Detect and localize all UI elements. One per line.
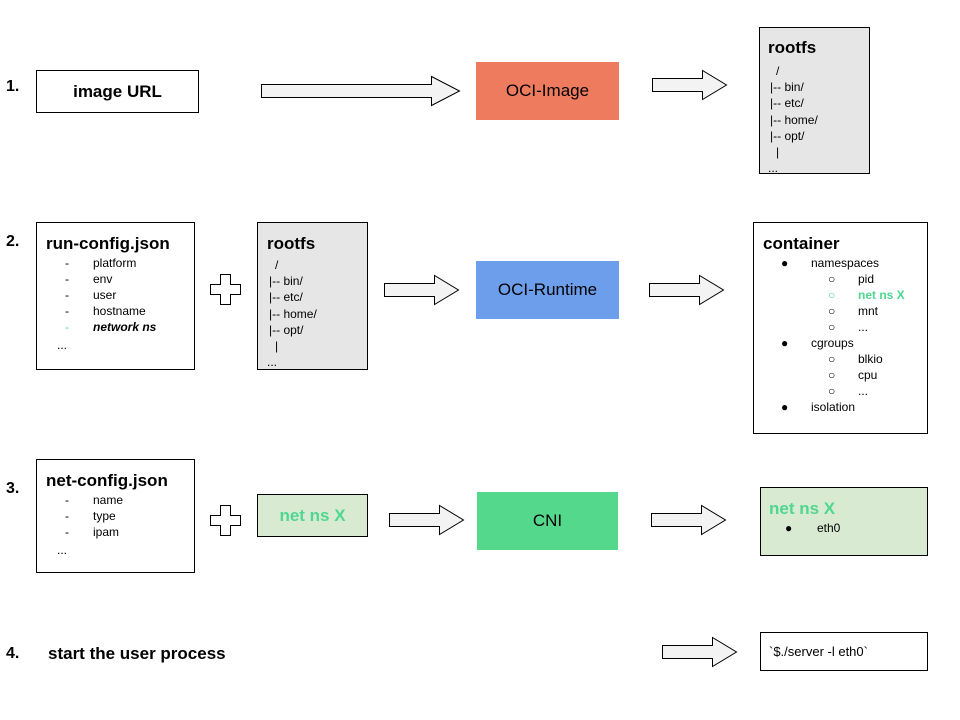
dash-bullet-icon: - (65, 304, 69, 318)
circle-bullet-icon: ○ (828, 384, 836, 398)
bullet-icon: ● (781, 256, 789, 270)
netns-input-box: net ns X (257, 494, 368, 537)
list-item: ○... (828, 320, 869, 334)
netns-input-label: net ns X (279, 505, 346, 525)
net-config-more: ... (57, 543, 68, 557)
plus-icon (210, 505, 241, 536)
arrow-right-icon (651, 504, 727, 536)
command-text: `$./server -l eth0` (769, 644, 868, 659)
list-item: -network ns (65, 320, 157, 334)
net-config-title: net-config.json (46, 471, 168, 490)
list-item: ○net ns X (828, 288, 905, 302)
rootfs-tree: / |-- bin/ |-- etc/ |-- home/ |-- opt/ |… (768, 63, 818, 176)
arrow-right-icon (649, 274, 725, 306)
oci-runtime-label: OCI-Runtime (497, 280, 598, 299)
step-number-1: 1. (6, 78, 20, 95)
list-item: ○cpu (828, 368, 878, 382)
list-item: ○mnt (828, 304, 879, 318)
oci-runtime-box: OCI-Runtime (476, 261, 619, 319)
arrow-right-icon (384, 274, 460, 306)
list-item: ●eth0 (785, 521, 841, 535)
circle-bullet-icon: ○ (828, 320, 836, 334)
rootfs-line: | (776, 145, 780, 160)
dash-bullet-icon: - (65, 256, 69, 270)
dash-bullet-icon: - (65, 509, 69, 523)
run-config-title: run-config.json (46, 234, 170, 253)
dash-bullet-icon: - (65, 525, 69, 539)
bullet-icon: ● (781, 336, 789, 350)
list-item: ●namespaces (781, 256, 880, 270)
list-item: -env (65, 272, 113, 286)
cni-label: CNI (532, 511, 563, 530)
rootfs-line: |-- etc/ (269, 290, 303, 305)
dash-bullet-icon: - (65, 493, 69, 507)
run-config-more: ... (57, 338, 68, 352)
rootfs-line: |-- home/ (269, 306, 317, 321)
container-title: container (763, 234, 840, 253)
rootfs-line: |-- opt/ (269, 322, 304, 337)
run-config-box: run-config.json -platform -env -user -ho… (36, 222, 195, 370)
list-item: ●cgroups (781, 336, 854, 350)
dash-bullet-icon: - (65, 320, 69, 334)
rootfs-line: |-- etc/ (770, 96, 804, 111)
rootfs-line: |-- bin/ (269, 274, 303, 289)
start-process-label: start the user process (48, 644, 226, 663)
list-item: -platform (65, 256, 137, 270)
rootfs-line: ... (267, 355, 278, 370)
arrow-right-icon (652, 69, 728, 101)
circle-bullet-icon: ○ (828, 368, 836, 382)
circle-bullet-icon: ○ (828, 272, 836, 286)
arrow-right-icon (662, 636, 738, 668)
list-item: -user (65, 288, 117, 302)
rootfs-line: |-- opt/ (770, 128, 805, 143)
list-item: -hostname (65, 304, 146, 318)
arrow-right-icon (261, 75, 461, 107)
rootfs-output-box: rootfs / |-- bin/ |-- etc/ |-- home/ |--… (759, 27, 870, 176)
rootfs-line: |-- bin/ (770, 80, 804, 95)
circle-bullet-icon: ○ (828, 352, 836, 366)
netns-output-box: net ns X ●eth0 (760, 487, 928, 556)
rootfs-line: / (776, 64, 780, 78)
list-item: ○blkio (828, 352, 883, 366)
circle-bullet-icon: ○ (828, 304, 836, 318)
net-config-box: net-config.json -name -type -ipam ... (36, 459, 195, 573)
image-url-label: image URL (73, 81, 162, 101)
run-config-items: -platform -env -user -hostname -network … (65, 255, 156, 335)
step-number-3: 3. (6, 480, 20, 497)
rootfs-line: ... (768, 161, 779, 176)
list-item: ○pid (828, 272, 875, 286)
cni-box: CNI (477, 492, 618, 550)
step-number-4: 4. (6, 645, 20, 662)
rootfs-title: rootfs (768, 38, 817, 57)
circle-bullet-icon: ○ (828, 288, 836, 302)
image-url-box: image URL (36, 70, 199, 113)
netns-output-title: net ns X (769, 499, 836, 518)
container-box: container ●namespaces ○pid ○net ns X ○mn… (753, 222, 928, 434)
list-item: ●isolation (781, 400, 856, 414)
net-config-items: -name -type -ipam (65, 492, 123, 540)
rootfs-line: / (275, 258, 279, 272)
dash-bullet-icon: - (65, 288, 69, 302)
list-item: ○... (828, 384, 869, 398)
step-number-2: 2. (6, 233, 20, 250)
oci-image-label: OCI-Image (505, 81, 590, 100)
rootfs-tree: / |-- bin/ |-- etc/ |-- home/ |-- opt/ |… (267, 257, 317, 370)
bullet-icon: ● (781, 400, 789, 414)
rootfs-title: rootfs (267, 234, 316, 253)
plus-icon (210, 274, 241, 305)
rootfs-line: |-- home/ (770, 112, 818, 127)
bullet-icon: ● (785, 521, 793, 535)
list-item: -type (65, 509, 116, 523)
rootfs-input-box: rootfs / |-- bin/ |-- etc/ |-- home/ |--… (257, 222, 368, 370)
rootfs-line: | (275, 339, 279, 354)
command-box: `$./server -l eth0` (760, 632, 928, 671)
oci-image-box: OCI-Image (476, 62, 619, 120)
list-item: -ipam (65, 525, 120, 539)
arrow-right-icon (389, 504, 465, 536)
list-item: -name (65, 493, 124, 507)
dash-bullet-icon: - (65, 272, 69, 286)
